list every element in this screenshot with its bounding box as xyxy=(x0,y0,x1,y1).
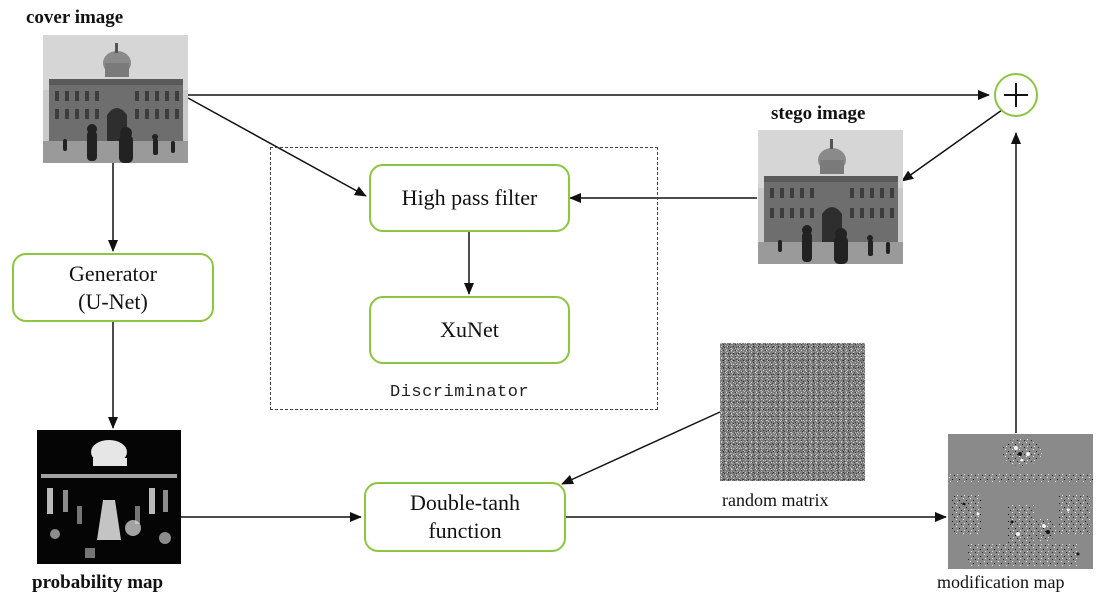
probability-map-image xyxy=(37,430,181,564)
xunet-label: XuNet xyxy=(440,317,499,342)
double-tanh-line-2: function xyxy=(428,518,502,543)
double-tanh-line-1: Double-tanh xyxy=(410,490,520,515)
arrow-adder-to-stego xyxy=(901,109,1003,182)
generator-line-2: (U-Net) xyxy=(78,288,148,314)
high-pass-filter-label: High pass filter xyxy=(401,185,538,210)
generator-node: Generator (U-Net) xyxy=(12,253,214,322)
discriminator-label: Discriminator xyxy=(390,383,530,402)
modification-map-image xyxy=(948,434,1093,569)
adder-icon xyxy=(993,72,1039,118)
cover-image xyxy=(43,35,188,163)
generator-line-1: Generator xyxy=(69,260,157,286)
random-matrix-caption: random matrix xyxy=(722,490,829,510)
arrow-random-to-tanh xyxy=(561,411,721,485)
random-matrix-image xyxy=(720,343,865,481)
cover-image-caption: cover image xyxy=(26,7,124,28)
probability-map-caption: probability map xyxy=(32,572,164,593)
stego-image xyxy=(758,130,903,264)
high-pass-filter-node: High pass filter xyxy=(369,164,570,232)
stego-image-caption: stego image xyxy=(771,103,866,124)
double-tanh-node: Double-tanh function xyxy=(364,482,566,552)
modification-map-caption: modification map xyxy=(937,572,1065,592)
xunet-node: XuNet xyxy=(369,296,570,364)
discriminator-box xyxy=(270,147,658,410)
